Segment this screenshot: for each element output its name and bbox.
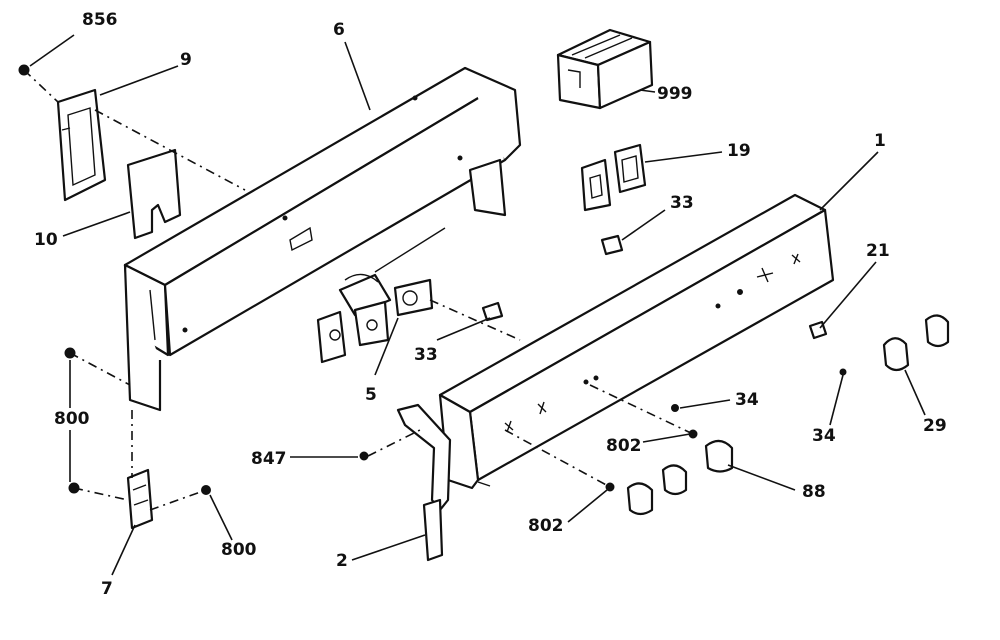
callout-34-center: 34 xyxy=(735,390,759,410)
part-5-switches xyxy=(316,227,446,364)
part-10-bracket xyxy=(126,148,182,240)
part-33-clip-b xyxy=(481,301,504,322)
callout-802-lower: 802 xyxy=(528,516,564,536)
callout-34-right: 34 xyxy=(812,426,836,446)
callout-5: 5 xyxy=(365,385,377,405)
callout-29: 29 xyxy=(923,416,947,436)
leader-lines xyxy=(29,34,926,576)
callout-9: 9 xyxy=(180,50,192,70)
callout-847: 847 xyxy=(251,449,287,469)
callout-7: 7 xyxy=(101,579,113,599)
callout-33-upper: 33 xyxy=(670,193,694,213)
alignment-lines xyxy=(23,69,694,511)
callout-33-lower: 33 xyxy=(414,345,438,365)
callout-856: 856 xyxy=(82,10,118,30)
callout-2: 2 xyxy=(336,551,348,571)
part-2-trim xyxy=(396,403,452,562)
part-88-knobs xyxy=(626,439,734,516)
part-999-terminal-box xyxy=(556,28,654,110)
part-33-clip-a xyxy=(600,234,624,256)
callout-10: 10 xyxy=(34,230,58,250)
callout-88: 88 xyxy=(802,482,826,502)
part-6-panel-frame xyxy=(123,66,522,412)
callout-999: 999 xyxy=(657,84,693,104)
callout-6: 6 xyxy=(333,20,345,40)
callout-19: 19 xyxy=(727,141,751,161)
part-29-knobs xyxy=(882,314,950,372)
callout-800-right: 800 xyxy=(221,540,257,560)
callout-802-upper: 802 xyxy=(606,436,642,456)
part-7-bracket xyxy=(126,468,154,530)
part-9-bracket xyxy=(56,88,107,202)
callout-800-left: 800 xyxy=(54,409,90,429)
part-19-switches xyxy=(580,143,647,212)
callout-21: 21 xyxy=(866,241,890,261)
callout-1: 1 xyxy=(874,131,886,151)
part-1-control-panel xyxy=(438,193,835,490)
